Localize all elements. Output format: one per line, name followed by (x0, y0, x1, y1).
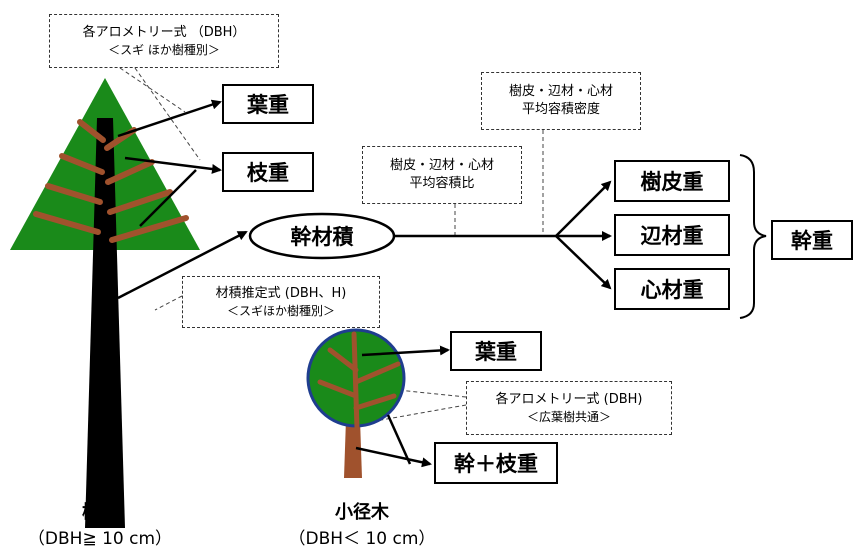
formula-small-trees-line2: ＜広葉樹共通＞ (526, 409, 611, 424)
branch-weight-box: 枝重 (222, 152, 314, 192)
density-note-line2: 平均容積密度 (521, 102, 600, 117)
bark-weight-box: 樹皮重 (614, 160, 730, 202)
large-tree-trunk (85, 118, 125, 528)
tree-caption-range: （DBH≧ 10 cm） (27, 529, 173, 549)
formula-large-trees-line2: ＜スギ ほか樹種別＞ (108, 42, 220, 57)
formula-large-trees-note: 各アロメトリー式 （DBH） ＜スギ ほか樹種別＞ (49, 14, 279, 68)
stem-weight-box: 幹重 (771, 220, 853, 260)
small-leaf-weight-box: 葉重 (450, 331, 542, 371)
stem-weight-bracket (739, 154, 767, 319)
tree-caption: 樹木 （DBH≧ 10 cm） (0, 498, 200, 549)
heartwood-weight-box: 心材重 (614, 268, 730, 310)
small-stem-branch-weight-box: 幹＋枝重 (434, 442, 558, 484)
small-tree-caption: 小径木 （DBH＜ 10 cm） (262, 498, 462, 549)
small-tree-caption-title: 小径木 (335, 502, 389, 523)
formula-small-trees-note: 各アロメトリー式 (DBH) ＜広葉樹共通＞ (466, 381, 672, 435)
formula-small-trees-line1: 各アロメトリー式 (DBH) (495, 392, 643, 408)
volume-formula-line2: ＜スギほか樹種別＞ (226, 303, 335, 318)
sapwood-weight-box: 辺材重 (614, 214, 730, 256)
stem-volume-label: 幹材積 (290, 225, 354, 249)
large-tree-branches (33, 119, 189, 243)
ratio-note-line1: 樹皮・辺材・心材 (389, 158, 494, 174)
volume-formula-line1: 材積推定式 (DBH、H) (215, 286, 347, 302)
volume-formula-note: 材積推定式 (DBH、H) ＜スギほか樹種別＞ (182, 276, 380, 328)
ratio-note: 樹皮・辺材・心材 平均容積比 (362, 146, 522, 204)
arrows (117, 99, 612, 468)
stem-volume-ellipse (248, 212, 396, 260)
leaf-weight-box: 葉重 (222, 84, 314, 124)
small-tree-branches (317, 331, 401, 431)
small-tree-caption-range: （DBH＜ 10 cm） (288, 529, 436, 549)
density-note-line1: 樹皮・辺材・心材 (508, 84, 613, 100)
formula-large-trees-line1: 各アロメトリー式 （DBH） (82, 25, 246, 41)
density-note: 樹皮・辺材・心材 平均容積密度 (481, 72, 641, 130)
large-tree (10, 78, 200, 528)
ratio-note-line2: 平均容積比 (409, 176, 475, 191)
tree-caption-title: 樹木 (82, 502, 118, 523)
